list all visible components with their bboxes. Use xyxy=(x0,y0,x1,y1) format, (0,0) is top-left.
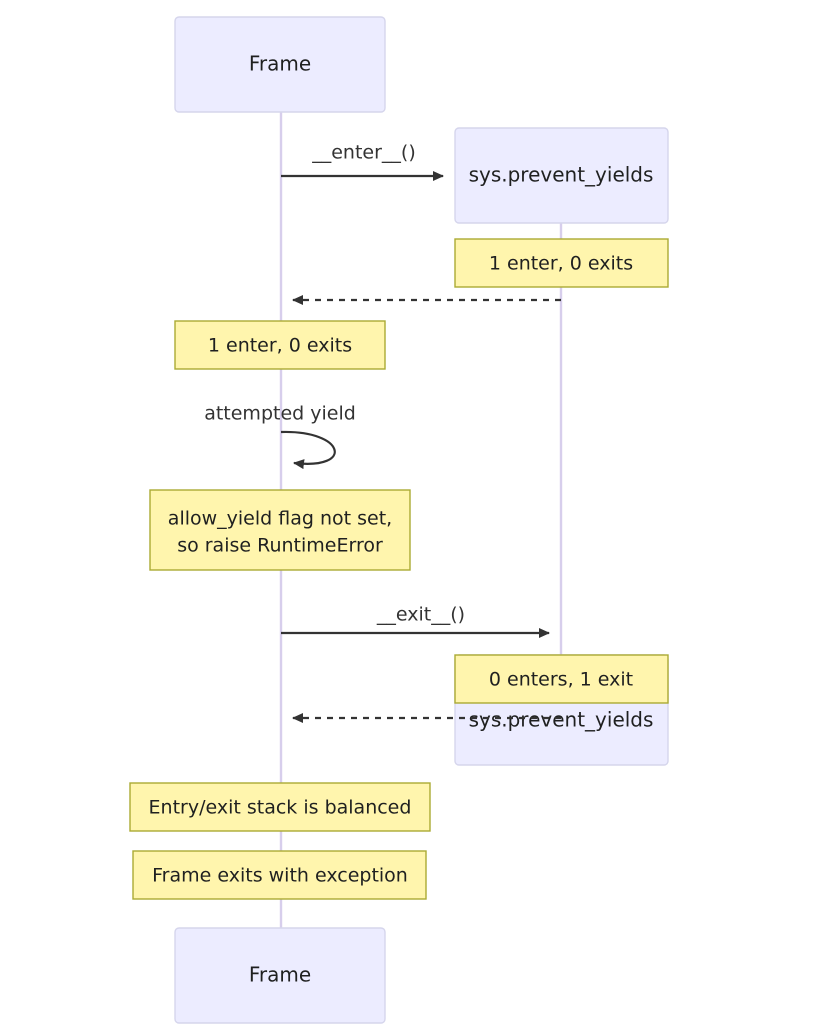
note-box-left-1-enter[interactable] xyxy=(174,320,386,370)
participant-box-sys-prevent-yields-top[interactable] xyxy=(454,127,669,224)
note-label-frame-exits-exception: Frame exits with exception xyxy=(152,865,408,887)
note-box-frame-exits-exception[interactable] xyxy=(132,850,427,900)
message-label-exit: __exit__() xyxy=(376,604,465,626)
participant-label-frame-top: Frame xyxy=(249,52,311,76)
note-box-right-1-enter[interactable] xyxy=(454,238,669,288)
message-exit[interactable]: __exit__() xyxy=(281,604,550,638)
message-label-attempted-yield: attempted yield xyxy=(204,403,356,425)
note-label-allow-yield-flag-line2: so raise RuntimeError xyxy=(177,535,383,557)
message-label-enter: __enter__() xyxy=(311,142,416,164)
note-label-right-1-enter: 1 enter, 0 exits xyxy=(489,253,633,275)
note-allow-yield-flag[interactable]: allow_yield flag not set, so raise Runti… xyxy=(149,489,411,571)
message-self-attempted-yield[interactable]: attempted yield xyxy=(204,403,356,470)
note-box-0-enters-1-exit[interactable] xyxy=(454,654,669,704)
participant-box-frame-top[interactable] xyxy=(174,16,386,113)
note-label-left-1-enter: 1 enter, 0 exits xyxy=(208,335,352,357)
participant-frame-bottom[interactable]: Frame xyxy=(174,927,386,1024)
note-label-stack-balanced: Entry/exit stack is balanced xyxy=(149,797,412,819)
participant-box-frame-bottom[interactable] xyxy=(174,927,386,1024)
message-arrow-self-loop[interactable] xyxy=(280,430,336,470)
note-stack-balanced[interactable]: Entry/exit stack is balanced xyxy=(129,782,431,832)
note-frame-exits-exception[interactable]: Frame exits with exception xyxy=(132,850,427,900)
message-enter[interactable]: __enter__() xyxy=(281,142,444,181)
note-right-1-enter[interactable]: 1 enter, 0 exits xyxy=(454,238,669,288)
note-box-stack-balanced[interactable] xyxy=(129,782,431,832)
note-0-enters-1-exit[interactable]: 0 enters, 1 exit xyxy=(454,654,669,704)
participant-sys-prevent-yields-top[interactable]: sys.prevent_yields xyxy=(454,127,669,224)
note-label-0-enters-1-exit: 0 enters, 1 exit xyxy=(489,669,633,691)
participant-label-frame-bottom: Frame xyxy=(249,963,311,987)
note-left-1-enter[interactable]: 1 enter, 0 exits xyxy=(174,320,386,370)
participant-frame-top[interactable]: Frame xyxy=(174,16,386,113)
participant-label-sys-prevent-yields-top: sys.prevent_yields xyxy=(469,163,654,187)
note-box-allow-yield-flag[interactable] xyxy=(149,489,411,571)
participant-label-sys-prevent-yields-bottom: sys.prevent_yields xyxy=(469,708,654,732)
note-label-allow-yield-flag-line1: allow_yield flag not set, xyxy=(168,508,392,530)
